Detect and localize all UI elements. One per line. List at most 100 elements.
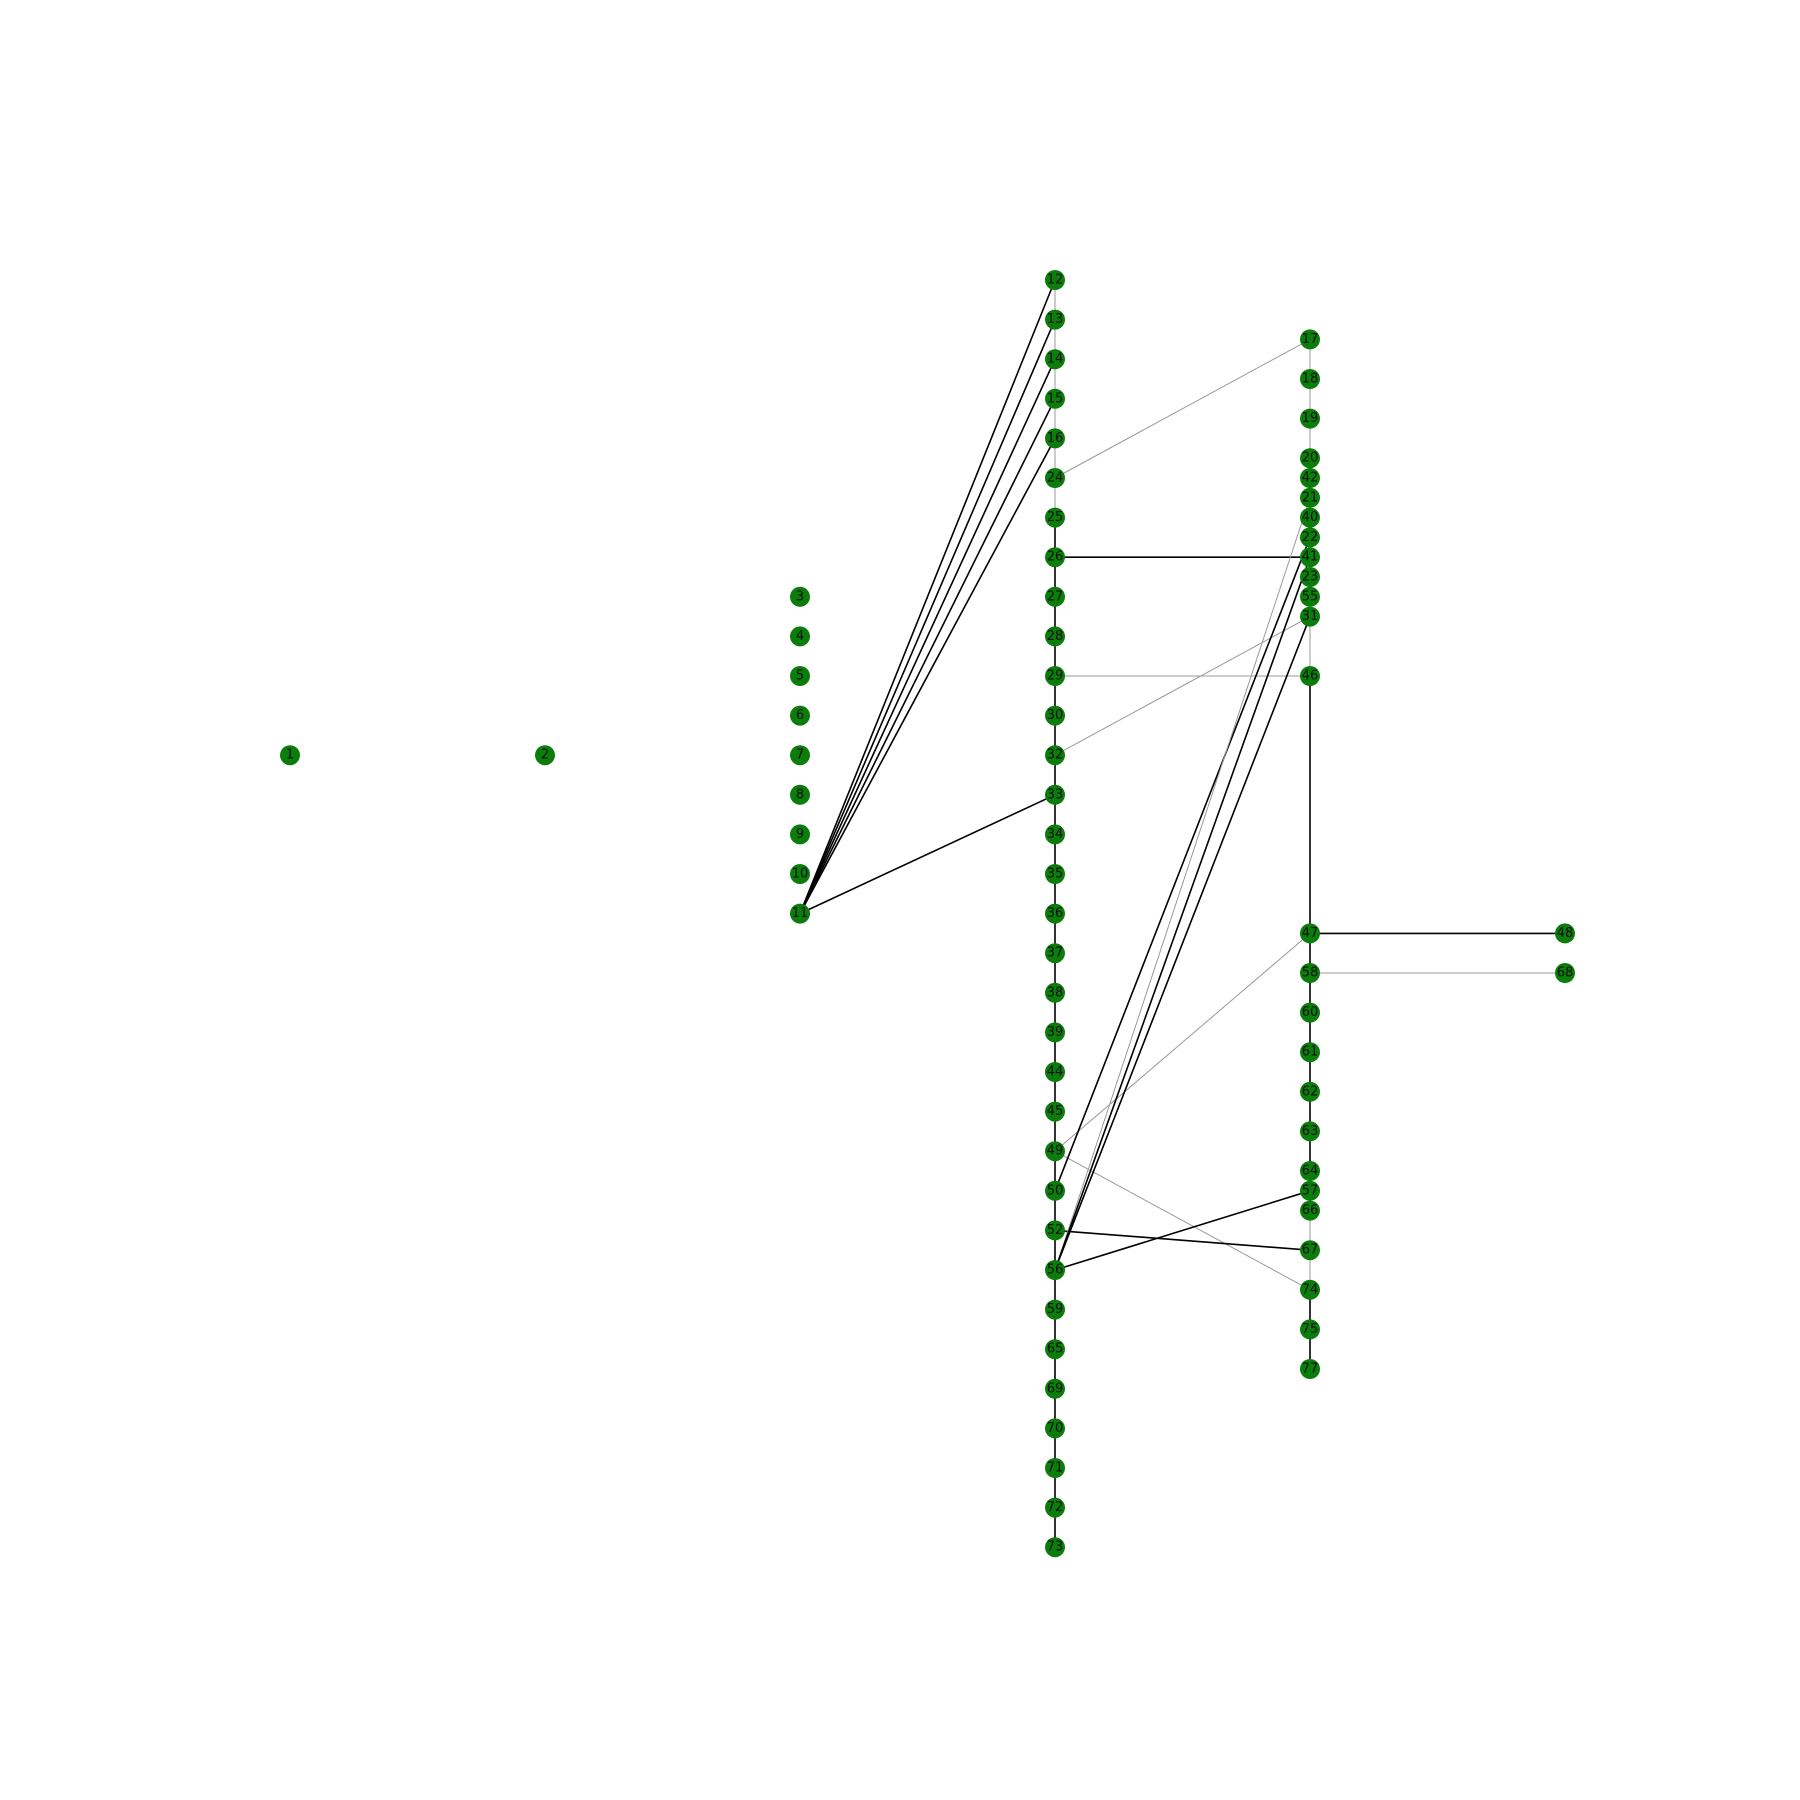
node-label: 74 — [1302, 1282, 1319, 1297]
graph-node: 49 — [1045, 1141, 1065, 1162]
graph-node: 13 — [1045, 309, 1065, 330]
node-label: 20 — [1302, 451, 1319, 466]
graph-node: 74 — [1300, 1279, 1320, 1300]
node-marker — [1300, 1180, 1320, 1201]
node-marker — [1045, 1260, 1065, 1280]
node-marker — [790, 745, 810, 766]
node-marker — [1045, 586, 1065, 607]
graph-node: 14 — [1045, 349, 1065, 370]
node-marker — [1045, 745, 1065, 766]
graph-node: 42 — [1300, 468, 1320, 488]
node-marker — [1045, 1537, 1065, 1558]
node-label: 60 — [1302, 1005, 1319, 1020]
graph-node: 52 — [1045, 1220, 1065, 1241]
edge-52-67 — [1054, 1229, 1311, 1251]
node-label: 72 — [1047, 1500, 1064, 1515]
graph-node: 55 — [1300, 586, 1320, 607]
node-label: 12 — [1047, 273, 1064, 288]
node-marker — [1300, 369, 1320, 389]
node-marker — [1045, 784, 1065, 805]
graph-node: 56 — [1045, 1260, 1065, 1280]
edge-56-57 — [1054, 1190, 1311, 1271]
node-marker — [1045, 270, 1065, 290]
graph-node: 44 — [1045, 1062, 1065, 1082]
node-marker — [280, 745, 300, 766]
edge-24-17 — [1054, 338, 1311, 479]
node-label: 2 — [541, 748, 549, 763]
edge-11-15 — [799, 398, 1056, 914]
node-marker — [790, 586, 810, 607]
node-label: 59 — [1047, 1302, 1064, 1317]
node-label: 17 — [1302, 332, 1319, 347]
node-marker — [1300, 666, 1320, 686]
graph-node: 2 — [535, 745, 555, 766]
node-marker — [1300, 963, 1320, 983]
graph-node: 30 — [1045, 705, 1065, 726]
graph-node: 73 — [1045, 1537, 1065, 1558]
node-label: 16 — [1047, 431, 1064, 446]
node-marker — [1300, 606, 1320, 627]
edge-11-12 — [799, 279, 1056, 914]
edge-56-41 — [1054, 556, 1311, 1271]
node-label: 64 — [1302, 1164, 1319, 1179]
node-label: 71 — [1047, 1461, 1064, 1476]
node-label: 55 — [1302, 589, 1319, 604]
graph-node: 33 — [1045, 784, 1065, 805]
node-label: 7 — [796, 748, 804, 763]
node-label: 56 — [1047, 1263, 1064, 1278]
node-marker — [1300, 1319, 1320, 1340]
edge-56-21 — [1054, 497, 1311, 1271]
graph-node: 75 — [1300, 1319, 1320, 1340]
node-marker — [1300, 408, 1320, 429]
node-label: 57 — [1302, 1183, 1319, 1198]
node-marker — [1045, 1378, 1065, 1399]
edge-32-31 — [1054, 616, 1311, 756]
graph-node: 16 — [1045, 428, 1065, 449]
graph-node: 10 — [790, 864, 810, 884]
node-marker — [1045, 1339, 1065, 1360]
node-marker — [1300, 1042, 1320, 1063]
graph-node: 65 — [1045, 1339, 1065, 1360]
graph-node: 31 — [1300, 606, 1320, 627]
node-label: 29 — [1047, 669, 1064, 684]
node-marker — [1300, 1161, 1320, 1181]
graph-node: 47 — [1300, 923, 1320, 944]
graph-node: 48 — [1555, 923, 1575, 944]
node-marker — [1045, 468, 1065, 488]
node-label: 21 — [1302, 490, 1319, 505]
edge-layer — [799, 279, 1565, 1548]
graph-node: 20 — [1300, 448, 1320, 469]
node-marker — [1045, 507, 1065, 528]
node-label: 10 — [792, 867, 809, 882]
node-marker — [1300, 527, 1320, 548]
node-label: 39 — [1047, 1025, 1064, 1040]
graph-node: 3 — [790, 586, 810, 607]
graph-node: 37 — [1045, 943, 1065, 964]
node-label: 49 — [1047, 1144, 1064, 1159]
node-label: 50 — [1047, 1183, 1064, 1198]
node-label: 36 — [1047, 906, 1064, 921]
node-label: 14 — [1047, 352, 1064, 367]
node-marker — [790, 626, 810, 647]
node-marker — [1045, 824, 1065, 845]
node-label: 32 — [1047, 748, 1064, 763]
node-label: 8 — [796, 787, 804, 802]
graph-node: 71 — [1045, 1458, 1065, 1478]
graph-node: 34 — [1045, 824, 1065, 845]
node-label: 77 — [1302, 1362, 1319, 1377]
node-marker — [790, 666, 810, 686]
node-marker — [1300, 1121, 1320, 1142]
node-label: 75 — [1302, 1322, 1319, 1337]
node-marker — [1300, 468, 1320, 488]
node-marker — [1045, 349, 1065, 370]
node-marker — [1300, 1359, 1320, 1379]
node-marker — [1045, 1022, 1065, 1043]
graph-node: 12 — [1045, 270, 1065, 290]
node-marker — [1045, 1497, 1065, 1518]
node-marker — [1555, 923, 1575, 944]
node-marker — [790, 784, 810, 805]
graph-node: 15 — [1045, 388, 1065, 409]
graph-node: 69 — [1045, 1378, 1065, 1399]
node-label: 40 — [1302, 510, 1319, 525]
